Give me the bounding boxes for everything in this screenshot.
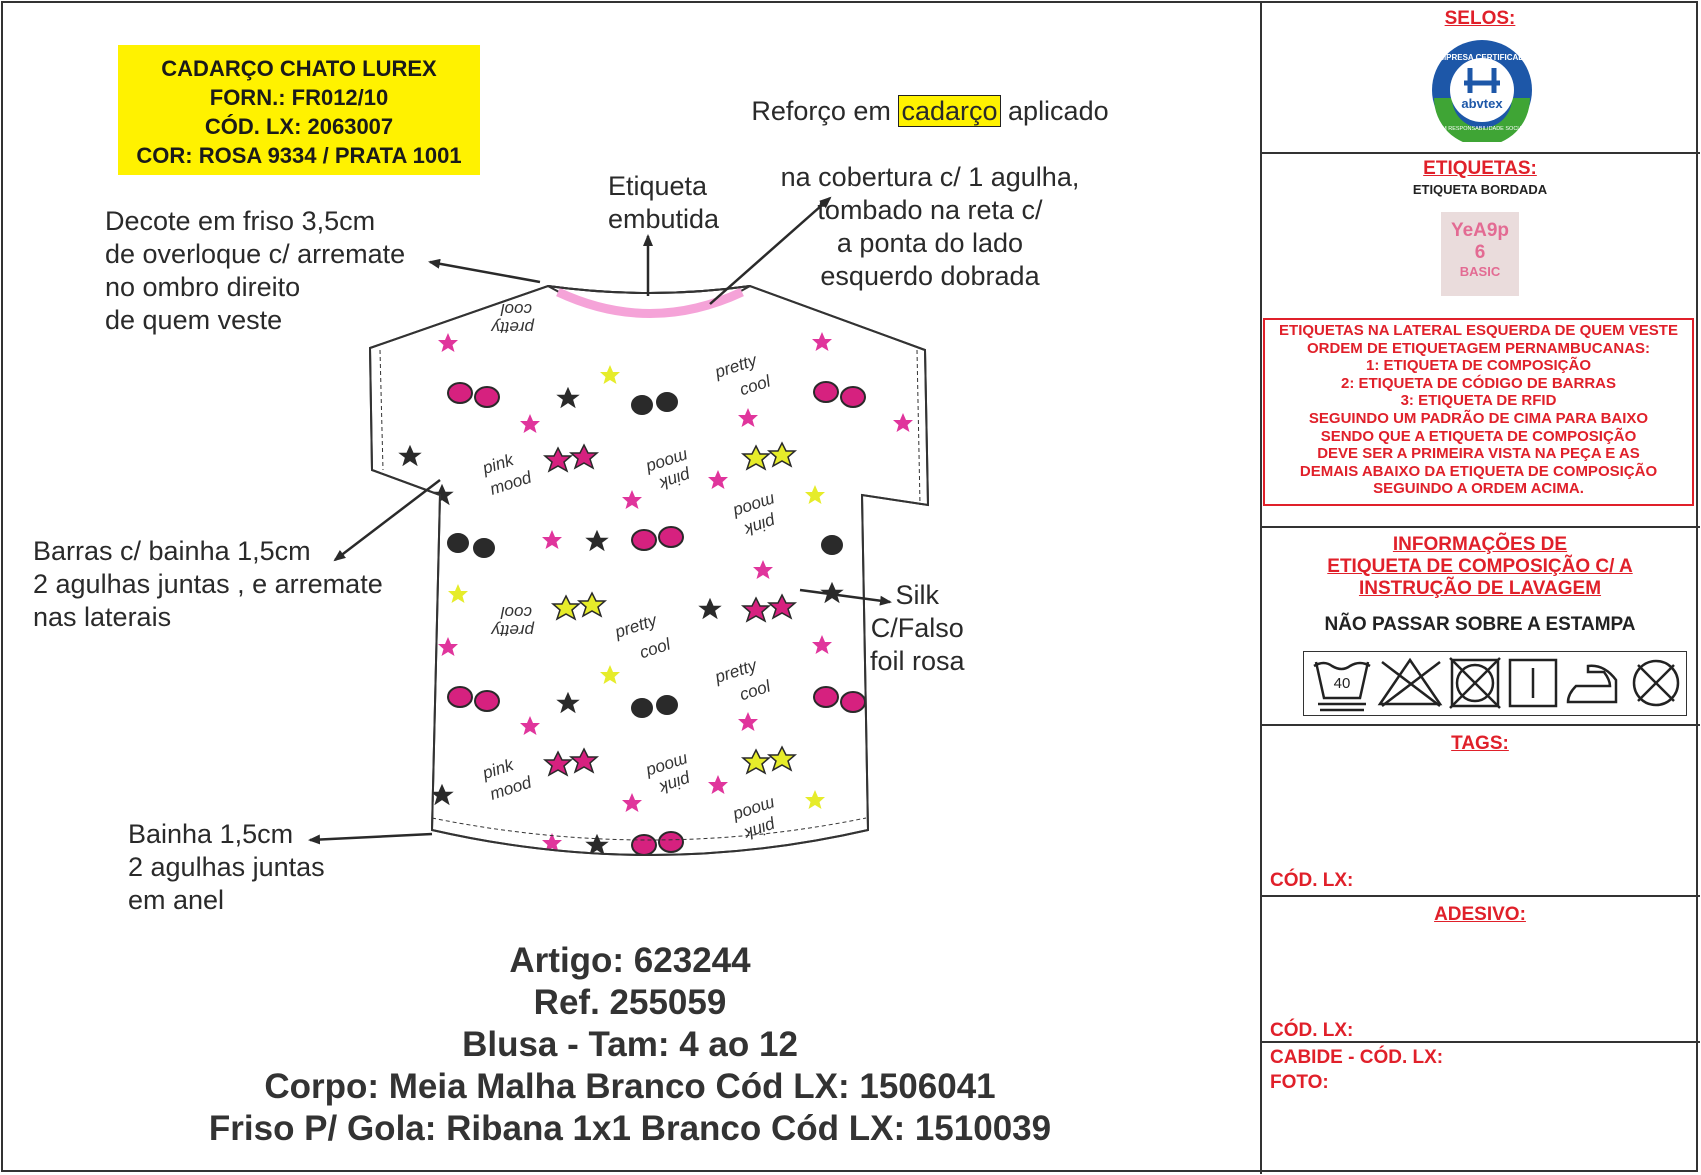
instruction-line: SENDO QUE A ETIQUETA DE COMPOSIÇÃO <box>1320 427 1637 445</box>
seal-brand: abvtex <box>1461 96 1503 111</box>
trim-supplier-label: CADARÇO CHATO LUREX FORN.: FR012/10 CÓD.… <box>118 45 480 175</box>
info-title: INFORMAÇÕES DE ETIQUETA DE COMPOSIÇÃO C/… <box>1262 534 1698 600</box>
annotation-arrows <box>308 196 892 845</box>
embroidered-label: YeA9p 6 BASIC <box>1441 212 1519 296</box>
reforco-rest: na cobertura c/ 1 agulha, tombado na ret… <box>780 162 1080 291</box>
silk-note: Silk C/Falso foil rosa <box>870 580 965 676</box>
foto-label: FOTO: <box>1270 1072 1329 1093</box>
bainha-note: Bainha 1,5cm 2 agulhas juntas em anel <box>128 819 325 915</box>
instruction-line: ORDEM DE ETIQUETAGEM PERNAMBUCANAS: <box>1306 339 1651 357</box>
wash-40-icon <box>1313 661 1371 712</box>
etiquetas-title: ETIQUETAS: <box>1423 158 1537 179</box>
no-dry-clean-icon <box>1632 659 1680 707</box>
divider <box>1260 1041 1700 1043</box>
adesivo-title: ADESIVO: <box>1434 904 1526 925</box>
instruction-line: SEGUINDO UM PADRÃO DE CIMA PARA BAIXO <box>1308 409 1649 427</box>
divider <box>1260 895 1700 897</box>
print-word: pretty <box>490 621 535 640</box>
label-brand: YeA9p <box>1450 220 1510 241</box>
barras-note: Barras c/ bainha 1,5cm 2 agulhas juntas … <box>33 536 383 632</box>
trim-name: CADARÇO CHATO LUREX <box>161 56 437 81</box>
instruction-line: DEVE SER A PRIMEIRA VISTA NA PEÇA E AS <box>1317 445 1640 463</box>
trim-color: COR: ROSA 9334 / PRATA 1001 <box>136 143 462 168</box>
instruction-line: 1: ETIQUETA DE COMPOSIÇÃO <box>1365 357 1591 375</box>
reforco-note: Reforço em cadarço aplicado na cobertura… <box>720 62 1140 326</box>
reforco-pre: Reforço em <box>751 96 891 126</box>
print-word: cool <box>500 300 532 319</box>
divider <box>1260 152 1700 154</box>
product-info: Artigo: 623244 Ref. 255059 Blusa - Tam: … <box>0 940 1260 1150</box>
info-title-1: INFORMAÇÕES DE <box>1392 534 1568 555</box>
selos-title: SELOS: <box>1444 8 1516 29</box>
abvtex-seal-icon: EMPRESA CERTIFICADA abvtex EM RESPONSABI… <box>1432 40 1532 142</box>
no-tumble-dry-icon <box>1449 657 1501 709</box>
no-bleach-icon <box>1377 657 1443 707</box>
wash-temp: 40 <box>1334 675 1351 692</box>
friso-fabric: Friso P/ Gola: Ribana 1x1 Branco Cód LX:… <box>208 1109 1052 1148</box>
instruction-line: ETIQUETAS NA LATERAL ESQUERDA DE QUEM VE… <box>1279 322 1678 339</box>
trim-code: CÓD. LX: 2063007 <box>204 114 394 139</box>
blusa-size: Blusa - Tam: 4 ao 12 <box>462 1025 798 1064</box>
reforco-highlight: cadarço <box>898 95 1001 127</box>
divider <box>1260 526 1700 528</box>
info-title-2: ETIQUETA DE COMPOSIÇÃO C/ A <box>1327 556 1633 577</box>
instruction-line: 3: ETIQUETA DE RFID <box>1400 392 1557 410</box>
reforco-post: aplicado <box>1008 96 1109 126</box>
instruction-line: 2: ETIQUETA DE CÓDIGO DE BARRAS <box>1340 374 1617 392</box>
label-size: 6 <box>1474 242 1486 263</box>
seal-bottom-text: EM RESPONSABILIDADE SOCIAL <box>1438 126 1525 132</box>
print-word: pretty <box>490 318 535 337</box>
divider <box>1260 724 1700 726</box>
corpo-fabric: Corpo: Meia Malha Branco Cód LX: 1506041 <box>264 1067 996 1106</box>
etiqueta-note: Etiqueta embutida <box>608 171 720 234</box>
line-dry-icon <box>1508 658 1558 708</box>
trim-supplier: FORN.: FR012/10 <box>209 85 389 110</box>
adesivo-cod-lx: CÓD. LX: <box>1270 1020 1354 1041</box>
nao-passar: NÃO PASSAR SOBRE A ESTAMPA <box>1324 614 1636 635</box>
tshirt-drawing: pretty cool pretty cool pink mood mood p… <box>308 196 930 856</box>
decote-note: Decote em friso 3,5cm de overloque c/ ar… <box>105 206 406 335</box>
tags-title: TAGS: <box>1451 733 1509 754</box>
instruction-line: DEMAIS ABAIXO DA ETIQUETA DE COMPOSIÇÃO <box>1299 462 1658 480</box>
info-title-3: INSTRUÇÃO DE LAVAGEM <box>1358 578 1602 599</box>
artigo: Artigo: 623244 <box>509 941 751 980</box>
sidebar <box>1260 1 1700 1174</box>
reference: Ref. 255059 <box>533 983 727 1022</box>
tags-cod-lx: CÓD. LX: <box>1270 870 1354 891</box>
seal-ring-text: EMPRESA CERTIFICADA <box>1434 53 1530 62</box>
etiqueta-bordada: ETIQUETA BORDADA <box>1412 182 1548 197</box>
iron-low-icon <box>1566 664 1618 704</box>
print-word: cool <box>500 603 532 622</box>
instruction-line: SEGUINDO A ORDEM ACIMA. <box>1373 480 1584 498</box>
print-pattern: pretty cool pretty cool pink mood mood p… <box>393 300 913 855</box>
care-symbols: 40 <box>1303 651 1687 716</box>
cabide-cod-lx: CABIDE - CÓD. LX: <box>1270 1047 1444 1068</box>
label-basic: BASIC <box>1459 264 1501 279</box>
labeling-instructions: ETIQUETAS NA LATERAL ESQUERDA DE QUEM VE… <box>1263 318 1694 506</box>
